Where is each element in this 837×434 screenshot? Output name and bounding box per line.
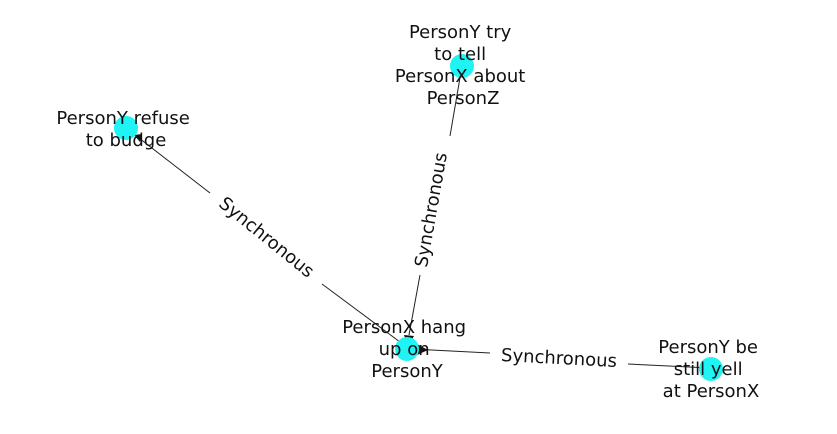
node-label-line: at PersonX: [663, 381, 760, 402]
edge-refuse-budge-to-hang-up: Synchronous: [125, 127, 401, 343]
edge-label: Synchronous: [501, 345, 618, 372]
node-personx-hang-up-on-persony[interactable]: PersonX hang up on PersonY: [342, 317, 472, 382]
node-marker[interactable]: [114, 116, 138, 140]
node-marker[interactable]: [699, 357, 723, 381]
node-label: PersonY refuse to budge: [56, 108, 195, 151]
node-label: PersonX hang up on PersonY: [342, 317, 472, 382]
edge-label: Synchronous: [411, 151, 452, 269]
node-label-line: PersonZ: [427, 88, 500, 109]
node-persony-try-to-tell[interactable]: PersonY try to tell PersonX about Person…: [395, 22, 531, 109]
edge-line: [408, 274, 421, 336]
edge-line: [321, 283, 401, 343]
node-marker[interactable]: [395, 337, 419, 361]
node-label-line: PersonY try: [409, 22, 512, 43]
node-label-line: still yell: [674, 359, 743, 380]
arrowhead: [417, 344, 428, 355]
node-persony-be-still-yell[interactable]: PersonY be still yell at PersonX: [658, 337, 763, 402]
node-marker[interactable]: [450, 54, 474, 78]
node-label-line: to tell: [434, 44, 486, 65]
node-label-line: PersonY refuse: [56, 108, 189, 129]
node-label-line: PersonX about: [395, 66, 525, 87]
node-label-line: up on: [379, 339, 430, 360]
edge-label: Synchronous: [215, 193, 318, 282]
node-label: PersonY be still yell at PersonX: [658, 337, 763, 402]
node-label: PersonY try to tell PersonX about Person…: [395, 22, 531, 109]
arrowhead: [134, 134, 142, 142]
node-label-line: to budge: [86, 130, 167, 151]
node-label-line: PersonX hang: [342, 317, 466, 338]
node-label-line: PersonY be: [658, 337, 758, 358]
nodes-layer: PersonY try to tell PersonX about Person…: [56, 22, 763, 402]
edge-line: [627, 363, 711, 369]
node-persony-refuse-to-budge[interactable]: PersonY refuse to budge: [56, 108, 195, 151]
node-label-line: PersonY: [371, 361, 443, 382]
